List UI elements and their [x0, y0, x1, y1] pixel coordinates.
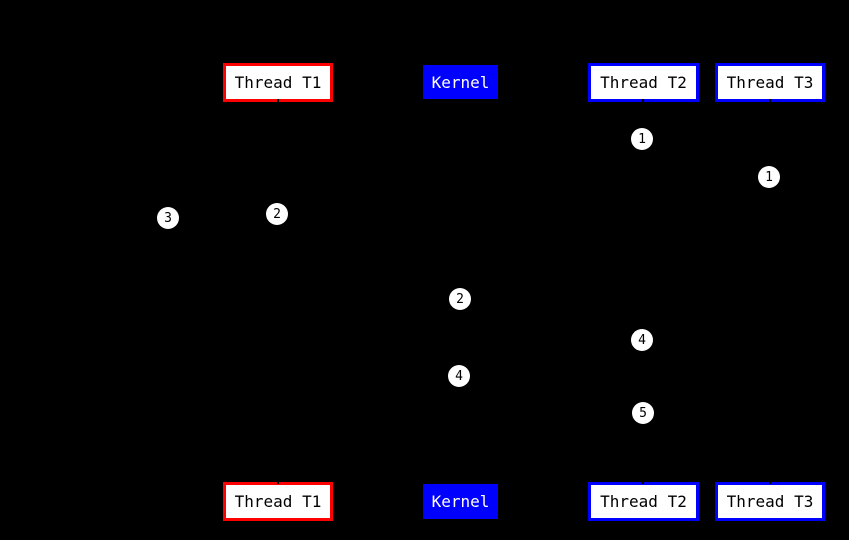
lifeline-thread-t2 — [642, 99, 644, 484]
actor-box-kernel-bottom: Kernel — [423, 484, 498, 519]
actor-box-thread-t2-top: Thread T2 — [588, 63, 699, 102]
event-marker: 2 — [266, 203, 288, 225]
actor-label: Kernel — [431, 72, 490, 92]
event-marker: 1 — [631, 128, 653, 150]
actor-label: Thread T3 — [726, 492, 814, 511]
event-marker-number: 1 — [638, 131, 646, 147]
event-marker: 5 — [632, 402, 654, 424]
event-marker-number: 2 — [273, 206, 281, 222]
actor-label: Thread T1 — [234, 73, 322, 92]
actor-box-thread-t3-bottom: Thread T3 — [715, 482, 825, 521]
lifeline-thread-t1 — [277, 99, 279, 484]
event-marker-number: 4 — [455, 368, 463, 384]
event-marker-number: 5 — [639, 405, 647, 421]
actor-box-thread-t1-top: Thread T1 — [223, 63, 333, 102]
actor-label: Thread T2 — [600, 73, 687, 92]
actor-box-thread-t3-top: Thread T3 — [715, 63, 825, 102]
event-marker: 4 — [448, 365, 470, 387]
event-marker-number: 1 — [765, 169, 773, 185]
event-marker-number: 4 — [638, 332, 646, 348]
event-marker: 1 — [758, 166, 780, 188]
actor-label: Thread T1 — [234, 492, 322, 511]
lifeline-thread-t3 — [769, 99, 771, 484]
event-marker-number: 2 — [456, 291, 464, 307]
event-marker: 4 — [631, 329, 653, 351]
actor-box-thread-t2-bottom: Thread T2 — [588, 482, 699, 521]
actor-label: Thread T2 — [600, 492, 687, 511]
event-marker: 3 — [157, 207, 179, 229]
actor-label: Kernel — [431, 492, 490, 511]
actor-box-kernel-top: Kernel — [423, 65, 498, 99]
actor-label: Thread T3 — [726, 73, 814, 92]
event-marker: 2 — [449, 288, 471, 310]
actor-box-thread-t1-bottom: Thread T1 — [223, 482, 333, 521]
event-marker-number: 3 — [164, 210, 172, 226]
